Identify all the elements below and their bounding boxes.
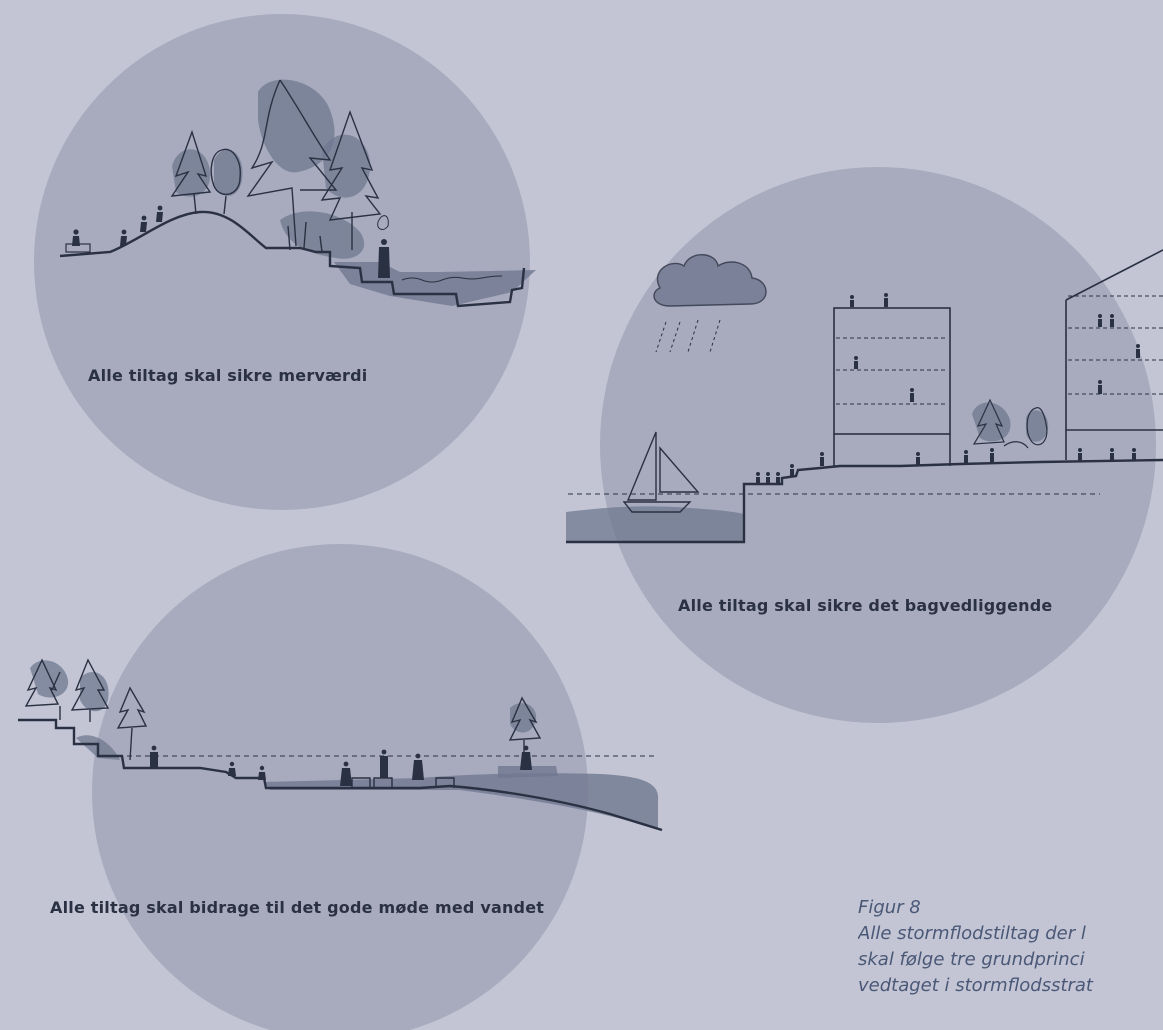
sailboat-icon <box>622 431 700 513</box>
figure-caption: Figur 8 Alle stormflodstiltag der l skal… <box>858 895 1163 999</box>
caption-mervaerdi: Alle tiltag skal sikre merværdi <box>88 366 368 385</box>
bench <box>351 777 371 788</box>
bush-shade <box>280 211 365 259</box>
tree-shade <box>214 149 243 196</box>
quay-ground-line <box>566 458 1163 544</box>
circle-mervaerdi <box>34 14 530 510</box>
caption-bagvedliggende: Alle tiltag skal sikre det bagvedliggend… <box>678 596 1053 615</box>
figure-caption-line: vedtaget i stormflodsstrat <box>858 975 1093 996</box>
scene-buildings-illustration <box>566 249 1163 544</box>
tree-shade <box>258 79 335 173</box>
rain-icon <box>655 319 721 353</box>
tree-shade <box>80 672 109 712</box>
platform-shade <box>498 766 558 778</box>
figure-label: Figur 8 <box>858 897 921 918</box>
tree-shade <box>1026 410 1049 442</box>
figure-caption-line: Alle stormflodstiltag der l <box>858 923 1086 944</box>
circle-bagvedliggende <box>600 167 1156 723</box>
scene-waterfront-illustration <box>18 658 663 832</box>
caption-moede-med-vandet: Alle tiltag skal bidrage til det gode mø… <box>50 898 545 917</box>
bench <box>435 777 455 788</box>
sea-shade <box>566 506 744 542</box>
building <box>833 307 951 435</box>
scene-hill-illustration <box>59 79 536 308</box>
hill-ground-line <box>59 210 526 308</box>
water-waves <box>401 275 503 283</box>
promenade-ground-line <box>18 718 663 832</box>
figure-caption-line: skal følge tre grundprinci <box>858 949 1085 970</box>
tree-shade <box>30 660 69 698</box>
cloud-icon <box>653 254 767 307</box>
